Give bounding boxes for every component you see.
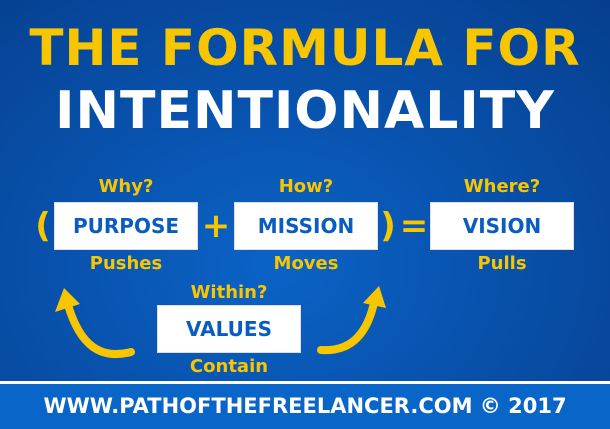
mission-box: MISSION [234, 202, 378, 250]
open-paren: ( [35, 206, 51, 246]
close-paren: ) [380, 206, 396, 246]
vision-verb: Pulls [477, 253, 527, 274]
plus-sign: + [201, 206, 231, 246]
values-box: VALUES [157, 305, 301, 353]
vision-question: Where? [463, 176, 541, 197]
footer-banner: WWW.PATHOFTHEFREELANCER.COM © 2017 [0, 381, 610, 429]
arrow-right-icon [317, 286, 386, 355]
purpose-box: PURPOSE [54, 202, 198, 250]
title-line-2: INTENTIONALITY [55, 81, 555, 141]
title-line-1: THE FORMULA FOR [29, 19, 581, 77]
values-verb: Contain [189, 356, 269, 377]
arrow-left-icon [55, 288, 135, 359]
mission-question: How? [278, 176, 334, 197]
vision-box: VISION [430, 202, 574, 250]
equals-sign: = [399, 206, 429, 246]
purpose-verb: Pushes [89, 253, 163, 274]
values-question: Within? [190, 282, 268, 303]
mission-verb: Moves [273, 253, 339, 274]
purpose-question: Why? [98, 176, 154, 197]
